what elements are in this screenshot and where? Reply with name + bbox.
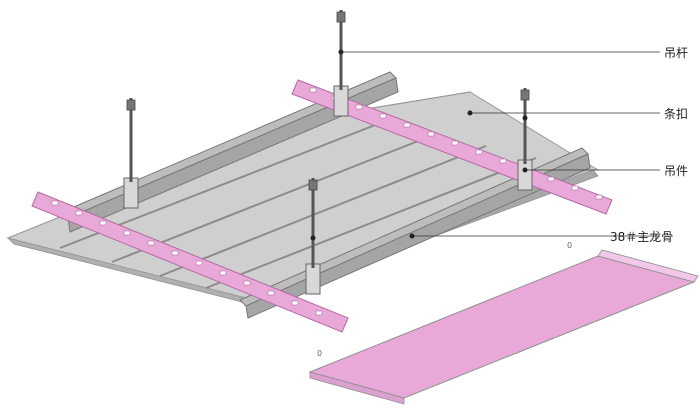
label-hanger-rod: 吊杆 [664, 46, 688, 60]
hanger-rods [126, 10, 530, 268]
label-strip-clip: 条扣 [664, 107, 688, 121]
callout-dots [409, 110, 528, 239]
main-keels [61, 71, 591, 319]
single-strip-panel [308, 249, 699, 405]
label-main-keel: 38＃主龙骨 [610, 230, 673, 244]
label-mark-a: 0 [567, 241, 572, 250]
label-hanger: 吊件 [664, 164, 688, 178]
callout-lines [341, 51, 660, 237]
hangers [123, 85, 533, 295]
label-mark-b: 0 [317, 349, 322, 358]
